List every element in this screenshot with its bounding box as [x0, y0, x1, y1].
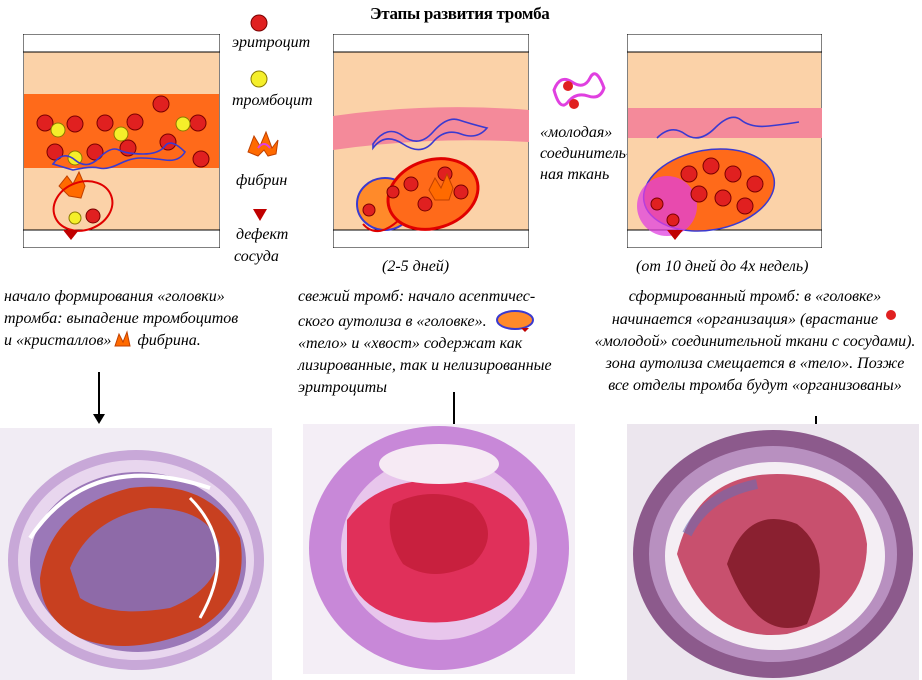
histology-photo-2	[303, 424, 575, 674]
thrombus-head-icon	[495, 310, 534, 332]
legend-fibrin: фибрин	[236, 172, 288, 189]
connective-label-line-1: «молодая»	[540, 124, 613, 141]
legend-defect: дефект	[236, 226, 289, 243]
stage-1-diagram	[23, 34, 220, 248]
vessel-bud-icon	[886, 310, 897, 320]
legend-platelet: тромбоцит	[232, 92, 313, 109]
fibrin-icon	[247, 130, 279, 157]
legend-erythrocyte: эритроцит	[232, 34, 311, 51]
connective-label-line-3: ная ткань	[540, 166, 610, 183]
fibrin-crystal-icon	[114, 330, 132, 347]
connective-tissue-icon	[552, 72, 606, 109]
stage-3-period: (от 10 дней до 4х недель)	[636, 258, 809, 275]
histology-photo-3	[627, 424, 919, 680]
stage-3-caption: сформированный тромб: в «головке» начина…	[594, 288, 916, 394]
connective-label-line-2: соединитель-	[540, 145, 632, 162]
vessel-defect-icon	[253, 209, 267, 221]
stage-2-caption: свежий тромб: начало асептичес- ского ау…	[298, 288, 552, 396]
erythrocyte-icon	[250, 14, 268, 32]
stage-3-diagram	[627, 34, 822, 248]
stage-1-caption: начало формирования «головки» тромба: вы…	[4, 288, 239, 349]
page-title: Этапы развития тромба	[370, 4, 550, 23]
legend-vessel: сосуда	[234, 248, 279, 265]
stage-2-period: (2-5 дней)	[382, 258, 450, 275]
histology-photo-1	[0, 428, 272, 680]
platelet-icon	[250, 70, 268, 88]
stage-2-diagram	[333, 34, 529, 248]
arrow-to-photo-1	[93, 372, 105, 424]
